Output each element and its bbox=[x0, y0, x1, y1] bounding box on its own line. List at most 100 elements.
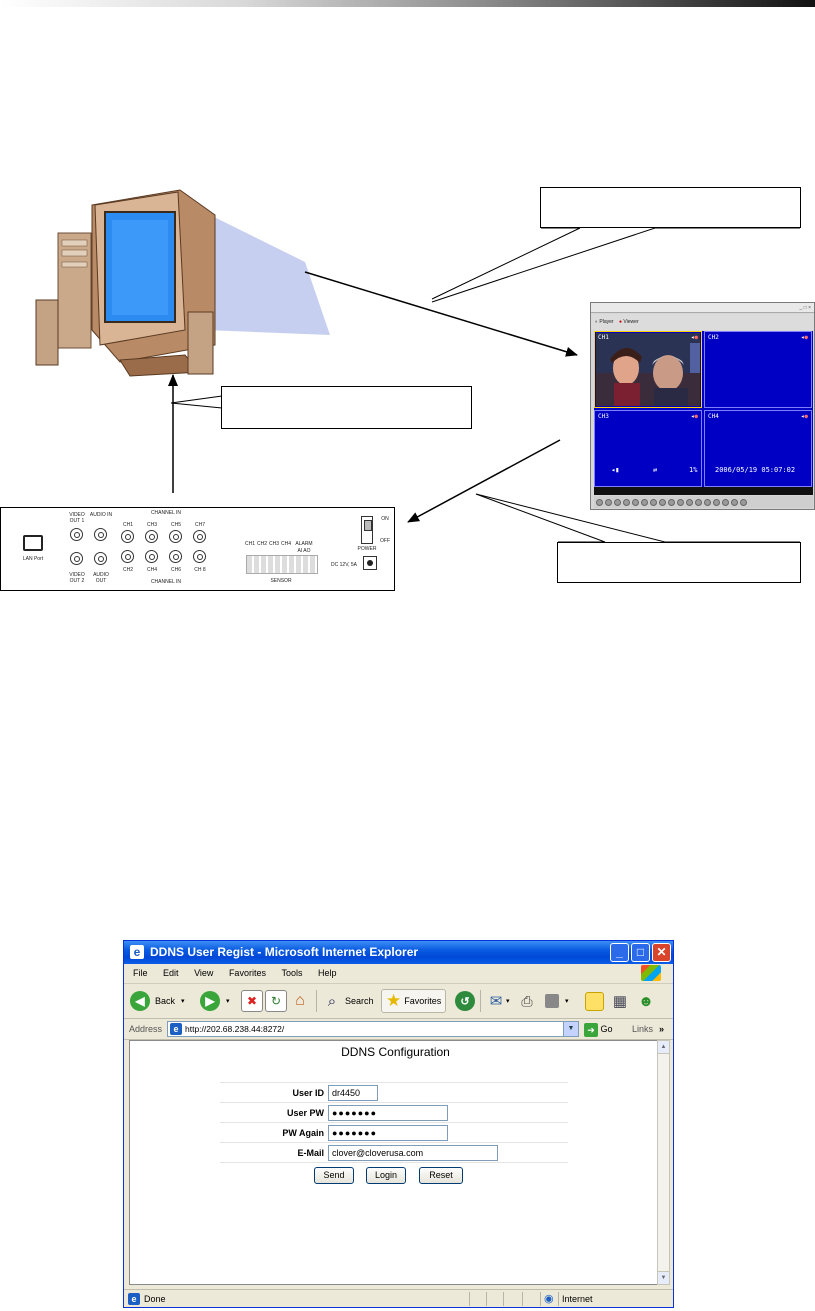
ie-app-icon: e bbox=[130, 945, 144, 959]
menu-file[interactable]: File bbox=[133, 968, 148, 978]
forward-arrow-icon: ▶ bbox=[200, 991, 220, 1011]
minimize-button[interactable]: _ bbox=[610, 943, 629, 962]
viewer-viewer-tab[interactable]: Viewer bbox=[623, 319, 639, 325]
channel-grid: CH1 ◂● CH2 ◂● CH3 ◂● CH4 ◂● bbox=[594, 331, 813, 487]
user-pw-input[interactable]: ●●●●●●● bbox=[328, 1105, 448, 1121]
history-button[interactable]: ↺ bbox=[455, 989, 475, 1013]
dropdown-arrow-icon[interactable]: ▾ bbox=[506, 998, 510, 1005]
dropdown-arrow-icon[interactable]: ▾ bbox=[226, 998, 230, 1005]
user-pw-row: User PW ●●●●●●● bbox=[220, 1102, 568, 1122]
menu-help[interactable]: Help bbox=[318, 968, 337, 978]
viewer-toolbar: ◐ Player ● Viewer bbox=[591, 314, 814, 330]
globe-icon: ◉ bbox=[544, 1293, 554, 1305]
lan-port-icon bbox=[23, 535, 43, 551]
viewer-statusline bbox=[594, 487, 813, 495]
home-icon: ⌂ bbox=[295, 992, 305, 1009]
dropdown-arrow-icon[interactable]: ▾ bbox=[565, 998, 569, 1005]
viewer-titlebar: _ □ × bbox=[591, 303, 814, 313]
callout-leader-1 bbox=[431, 227, 581, 300]
dropdown-arrow-icon[interactable]: ▾ bbox=[181, 998, 185, 1005]
address-url: http://202.68.238.44:8272/ bbox=[185, 1024, 285, 1034]
user-id-row: User ID dr4450 bbox=[220, 1082, 568, 1102]
menu-bar: File Edit View Favorites Tools Help bbox=[124, 964, 673, 984]
pw-again-row: PW Again ●●●●●●● bbox=[220, 1122, 568, 1142]
vertical-scrollbar[interactable]: ▲ ▼ bbox=[657, 1040, 670, 1285]
forward-button[interactable]: ▶ ▾ bbox=[200, 989, 230, 1013]
printer-icon: ⎙ bbox=[521, 992, 533, 1009]
camera-status-icon: ◂● bbox=[800, 413, 808, 420]
send-button[interactable]: Send bbox=[314, 1167, 354, 1184]
audio-out-connector bbox=[94, 552, 107, 565]
stop-icon: ✖ bbox=[241, 990, 263, 1012]
address-bar: Address e http://202.68.238.44:8272/ ▼ ➜… bbox=[124, 1019, 673, 1040]
favorites-button[interactable]: ★ Favorites bbox=[381, 989, 447, 1013]
windows-flag-icon bbox=[641, 965, 661, 981]
arrow-viewer-to-dvr bbox=[407, 439, 561, 523]
camera-status-icon: ◂● bbox=[690, 334, 698, 341]
history-icon: ↺ bbox=[455, 991, 475, 1011]
video-out-1-connector bbox=[70, 528, 83, 541]
menu-favorites[interactable]: Favorites bbox=[228, 968, 266, 978]
links-label[interactable]: Links bbox=[632, 1024, 654, 1034]
email-input[interactable]: clover@cloverusa.com bbox=[328, 1145, 498, 1161]
refresh-button[interactable]: ↻ bbox=[265, 989, 287, 1013]
viewer-icon: ● bbox=[619, 319, 623, 325]
status-text: Done bbox=[144, 1294, 166, 1304]
channel-cell-2[interactable]: CH2 ◂● bbox=[704, 331, 812, 408]
channel-cell-1[interactable]: CH1 ◂● bbox=[594, 331, 702, 408]
address-label: Address bbox=[129, 1024, 163, 1034]
status-bar: e Done ◉ Internet bbox=[124, 1289, 673, 1308]
home-button[interactable]: ⌂ bbox=[290, 989, 310, 1013]
reset-button[interactable]: Reset bbox=[419, 1167, 463, 1184]
dvr-rear-panel: LAN Port VIDEO OUT 1 VIDEO OUT 2 AUDIO I… bbox=[0, 507, 395, 591]
ie-titlebar: e DDNS User Regist - Microsoft Internet … bbox=[124, 941, 673, 964]
edit-button[interactable]: ▾ bbox=[545, 989, 569, 1013]
stop-button[interactable]: ✖ bbox=[241, 989, 263, 1013]
back-arrow-icon: ◀ bbox=[130, 991, 150, 1011]
viewer-timestamp: 2006/05/19 05:07:02 bbox=[715, 466, 796, 474]
discuss-button[interactable] bbox=[585, 989, 604, 1013]
menu-tools[interactable]: Tools bbox=[281, 968, 303, 978]
dvr-viewer-window: _ □ × ◐ Player ● Viewer CH1 ◂● CH2 ◂● bbox=[590, 302, 815, 510]
research-button[interactable]: ▦ bbox=[610, 989, 630, 1013]
search-icon: ⌕ bbox=[327, 992, 337, 1010]
menu-view[interactable]: View bbox=[194, 968, 214, 978]
search-button[interactable]: ⌕ Search bbox=[322, 989, 374, 1013]
menu-edit[interactable]: Edit bbox=[163, 968, 179, 978]
connection-diagram bbox=[35, 189, 800, 543]
refresh-icon: ↻ bbox=[265, 990, 287, 1012]
close-button[interactable]: ✕ bbox=[652, 943, 671, 962]
camera-status-icon: ◂● bbox=[800, 334, 808, 341]
print-button[interactable]: ⎙ bbox=[517, 989, 537, 1013]
login-button[interactable]: Login bbox=[366, 1167, 406, 1184]
viewer-controls[interactable] bbox=[594, 496, 813, 508]
callout-leader-3 bbox=[475, 493, 606, 543]
sensor-terminal-block bbox=[246, 555, 318, 574]
scroll-down-icon[interactable]: ▼ bbox=[658, 1271, 669, 1284]
back-button[interactable]: ◀ Back ▾ bbox=[130, 989, 185, 1013]
user-id-input[interactable]: dr4450 bbox=[328, 1085, 378, 1101]
callout-leader-2 bbox=[170, 395, 223, 404]
page-icon: e bbox=[170, 1023, 182, 1035]
go-arrow-icon: ➜ bbox=[584, 1022, 598, 1037]
computer-illustration bbox=[35, 189, 330, 377]
dc-jack bbox=[363, 556, 377, 570]
arrow-pc-to-viewer bbox=[304, 271, 578, 357]
mail-button[interactable]: ✉ ▾ bbox=[486, 989, 510, 1013]
go-button[interactable]: ➜ Go bbox=[584, 1021, 613, 1037]
scroll-up-icon[interactable]: ▲ bbox=[658, 1041, 669, 1054]
swap-icon: ⇄ bbox=[653, 466, 658, 474]
channel-cell-3[interactable]: CH3 ◂● bbox=[594, 410, 702, 487]
pw-again-input[interactable]: ●●●●●●● bbox=[328, 1125, 448, 1141]
channel-cell-4[interactable]: CH4 ◂● bbox=[704, 410, 812, 487]
chevron-right-icon[interactable]: » bbox=[659, 1024, 665, 1034]
audio-in-connector bbox=[94, 528, 107, 541]
maximize-button[interactable]: □ bbox=[631, 943, 650, 962]
window-title: DDNS User Regist - Microsoft Internet Ex… bbox=[150, 945, 419, 959]
address-input[interactable]: e http://202.68.238.44:8272/ ▼ bbox=[167, 1021, 579, 1037]
viewer-player-tab[interactable]: Player bbox=[599, 319, 614, 325]
messenger-button[interactable]: ☻ bbox=[636, 989, 656, 1013]
zone-text: Internet bbox=[562, 1294, 593, 1304]
ie-window: e DDNS User Regist - Microsoft Internet … bbox=[123, 940, 674, 1308]
chevron-down-icon[interactable]: ▼ bbox=[563, 1022, 578, 1036]
